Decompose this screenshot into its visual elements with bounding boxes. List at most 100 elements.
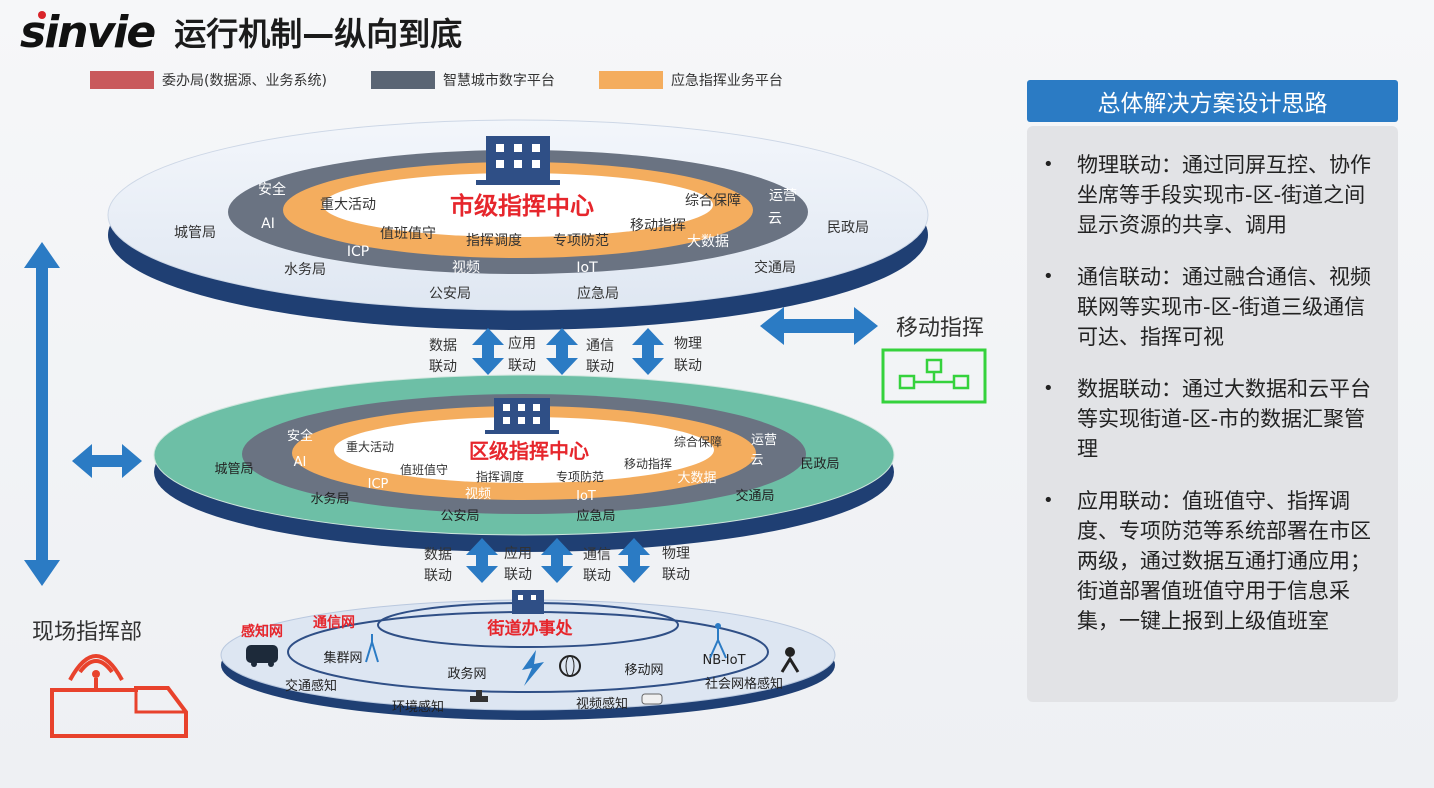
city-outer-label: 城管局 bbox=[174, 225, 216, 241]
logo-dot bbox=[38, 10, 46, 19]
city-ring-label: 值班值守 bbox=[380, 226, 436, 242]
camera-icon bbox=[641, 693, 663, 705]
link-label-line: 联动 bbox=[429, 359, 457, 375]
street-center-title: 街道办事处 bbox=[487, 618, 574, 639]
sinvie-logo: sinvie bbox=[20, 7, 156, 58]
link-label-line: 物理 bbox=[674, 336, 702, 352]
antenna-icon bbox=[709, 623, 727, 659]
link-label: 物理联动 bbox=[674, 336, 702, 374]
mobile-command-icon bbox=[881, 348, 987, 404]
city-ring-label: 安全 bbox=[258, 181, 286, 198]
double-arrow-icon bbox=[466, 538, 498, 583]
list-item: •物理联动：通过同屏互控、协作坐席等手段实现市-区-街道之间显示资源的共享、调用 bbox=[1043, 150, 1374, 240]
city-outer-label: 交通局 bbox=[754, 259, 796, 276]
city-disc: 市级指挥中心 城管局 水务局 公安局 应急局 交通局 民政局 安全 AI ICP… bbox=[107, 119, 929, 330]
city-ring-label: 移动指挥 bbox=[630, 218, 686, 234]
city-ring-label: 大数据 bbox=[687, 234, 729, 250]
car-icon bbox=[246, 645, 278, 667]
slide-title: 运行机制—纵向到底 bbox=[174, 15, 463, 53]
link-label: 应用联动 bbox=[504, 545, 532, 583]
three-level-diagram: 市级指挥中心 城管局 水务局 公安局 应急局 交通局 民政局 安全 AI ICP… bbox=[24, 119, 987, 738]
link-label-line: 联动 bbox=[424, 568, 452, 584]
link-label-line: 物理 bbox=[662, 546, 690, 562]
link-label-line: 联动 bbox=[674, 358, 702, 374]
bullet-icon: • bbox=[1043, 378, 1054, 399]
district-ring-label: 运营 bbox=[751, 433, 777, 448]
bullet-text: 物理联动：通过同屏互控、协作坐席等手段实现市-区-街道之间显示资源的共享、调用 bbox=[1077, 153, 1371, 237]
district-center-area bbox=[334, 417, 714, 483]
district-outer-label: 民政局 bbox=[800, 457, 839, 472]
list-item: • 数据联动：通过大数据和云平台等实现街道-区-市的数据汇聚管理 bbox=[1043, 374, 1374, 464]
street-disc: 街道办事处 感知网 通信网 集群网 政务网 移动网 NB-IoT 交通感知 环境… bbox=[220, 590, 836, 720]
link-label-line: 联动 bbox=[504, 567, 532, 583]
city-ring-label: IoT bbox=[576, 260, 598, 276]
district-outer-label: 应急局 bbox=[576, 508, 615, 524]
city-ring-label: AI bbox=[261, 216, 275, 232]
city-outer-label: 水务局 bbox=[284, 262, 326, 278]
street-label: 社会网格感知 bbox=[705, 676, 783, 692]
city-center-title: 市级指挥中心 bbox=[450, 192, 594, 220]
street-building-icon bbox=[512, 590, 544, 614]
legend-label-bureau: 委办局(数据源、业务系统) bbox=[162, 73, 327, 89]
district-ring-label: 移动指挥 bbox=[624, 456, 672, 471]
street-label: 交通感知 bbox=[285, 678, 337, 694]
street-label: 移动网 bbox=[624, 663, 663, 678]
district-center-title: 区级指挥中心 bbox=[469, 439, 589, 463]
link-label: 物理联动 bbox=[662, 546, 690, 583]
double-arrow-icon bbox=[472, 328, 504, 375]
city-ring-label: ICP bbox=[347, 244, 369, 260]
city-ring-label: 重大活动 bbox=[320, 197, 376, 213]
district-ring-label: 云 bbox=[750, 453, 763, 468]
legend: 委办局(数据源、业务系统) 智慧城市数字平台 应急指挥业务平台 bbox=[90, 70, 827, 90]
street-network-label: 通信网 bbox=[313, 614, 355, 631]
command-truck-icon bbox=[50, 654, 188, 738]
district-ring-label: IoT bbox=[576, 489, 596, 504]
bullet-text: 应用联动：值班值守、指挥调度、专项防范等系统部署在市区两级，通过数据互通打通应用… bbox=[1077, 489, 1371, 633]
double-arrow-icon bbox=[618, 538, 650, 583]
district-ring-label: 大数据 bbox=[677, 471, 716, 486]
district-ring-label: 视频 bbox=[465, 487, 491, 502]
city-ring-label: 云 bbox=[768, 211, 782, 227]
vertical-span-arrow bbox=[24, 242, 60, 586]
link-label: 通信联动 bbox=[583, 547, 611, 584]
person-icon bbox=[780, 647, 800, 673]
district-ring-label: 专项防范 bbox=[556, 469, 604, 484]
list-item: •通信联动：通过融合通信、视频联网等实现市-区-街道三级通信可达、指挥可视 bbox=[1043, 262, 1374, 352]
link-label-line: 联动 bbox=[508, 358, 536, 374]
globe-icon bbox=[559, 655, 581, 677]
city-ring-label: 视频 bbox=[452, 260, 480, 276]
street-label: 视频感知 bbox=[576, 696, 628, 712]
legend-swatch-bureau bbox=[90, 71, 154, 89]
street-label: 环境感知 bbox=[392, 699, 444, 715]
link-label: 应用联动 bbox=[508, 335, 536, 374]
double-arrow-icon bbox=[546, 328, 578, 375]
field-command-label: 现场指挥部 bbox=[32, 620, 143, 645]
link-label-line: 通信 bbox=[583, 547, 611, 563]
district-outer-label: 交通局 bbox=[735, 488, 774, 504]
city-outer-label: 公安局 bbox=[429, 286, 471, 302]
district-ring-label: 重大活动 bbox=[346, 440, 394, 454]
link-label: 数据联动 bbox=[429, 338, 457, 375]
street-label: NB-IoT bbox=[702, 653, 745, 668]
link-label-line: 应用 bbox=[504, 545, 532, 562]
district-ring-label: 指挥调度 bbox=[476, 469, 524, 484]
design-ideas-panel: •物理联动：通过同屏互控、协作坐席等手段实现市-区-街道之间显示资源的共享、调用… bbox=[1027, 126, 1398, 702]
district-ring-label: 值班值守 bbox=[400, 462, 448, 477]
legend-swatch-platform bbox=[370, 71, 435, 89]
lightning-icon bbox=[522, 650, 544, 686]
links-top: 数据联动 应用联动 通信联动 物理联动 bbox=[429, 328, 702, 375]
legend-item-emergency: 应急指挥业务平台 bbox=[598, 70, 783, 90]
legend-item-bureau: 委办局(数据源、业务系统) bbox=[90, 70, 327, 90]
city-center-area bbox=[323, 173, 713, 237]
bullet-text: 通信联动：通过融合通信、视频联网等实现市-区-街道三级通信可达、指挥可视 bbox=[1077, 265, 1371, 349]
faucet-icon bbox=[470, 690, 488, 702]
links-bottom: 数据联动 应用联动 通信联动 物理联动 bbox=[424, 538, 690, 584]
link-label: 通信联动 bbox=[586, 338, 614, 375]
district-outer-label: 城管局 bbox=[214, 462, 253, 477]
street-label: 集群网 bbox=[323, 650, 362, 666]
link-label-line: 通信 bbox=[586, 338, 614, 354]
street-label: 政务网 bbox=[447, 666, 486, 682]
city-building-icon bbox=[476, 136, 560, 185]
bullet-text: 数据联动：通过大数据和云平台等实现街道-区-市的数据汇聚管理 bbox=[1077, 377, 1371, 461]
city-outer-label: 应急局 bbox=[577, 285, 619, 302]
